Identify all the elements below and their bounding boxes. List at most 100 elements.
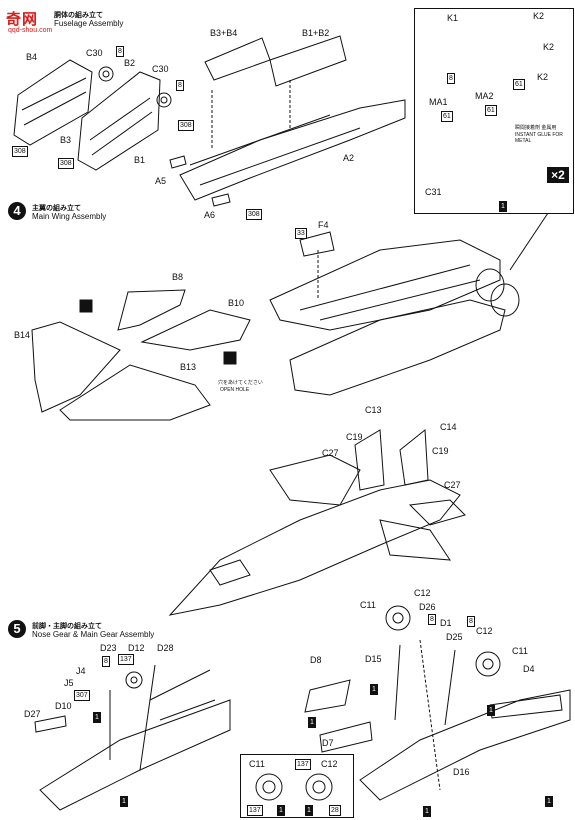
label-b14: B14 — [14, 330, 31, 340]
code-1-h: 1 — [277, 805, 285, 816]
glue-note-en: INSTANT GLUE FOR METAL — [515, 132, 563, 144]
label-b3: B3 — [60, 135, 72, 145]
part-b2-drawing — [77, 71, 161, 171]
label-d27: D27 — [24, 709, 41, 719]
step5-number: 5 — [8, 620, 26, 638]
site-logo: 奇网 — [6, 11, 39, 28]
code-1-j: 1 — [545, 796, 553, 807]
code-61-c: 61 — [485, 105, 497, 116]
label-c11-2: C11 — [512, 646, 528, 656]
open-hole-en: OPEN HOLE — [220, 387, 250, 393]
label-b10: B10 — [228, 298, 245, 308]
code-137-b: 137 — [295, 759, 311, 770]
label-c14: C14 — [440, 422, 457, 432]
label-j4: J4 — [76, 666, 86, 676]
label-c13: C13 — [365, 405, 382, 415]
code-8-d: 8 — [102, 656, 110, 667]
nose-section-drawing — [39, 699, 231, 811]
open-hole-jp: 穴をあけてください — [218, 380, 263, 386]
fuselage-bottom-drawing — [289, 299, 506, 396]
label-k2-1: K2 — [533, 11, 545, 21]
part-b1b2-drawing — [269, 35, 347, 87]
label-ma1: MA1 — [429, 97, 448, 107]
code-1-b: 1 — [93, 712, 101, 723]
quantity-x2: ×2 — [547, 167, 569, 183]
part-b13-drawing — [59, 364, 211, 421]
step4-title-en: Main Wing Assembly — [32, 212, 107, 221]
label-ma2: MA2 — [475, 91, 494, 101]
code-8-c: 8 — [447, 73, 455, 84]
label-a6: A6 — [204, 210, 216, 220]
part-b14-drawing — [31, 321, 121, 413]
code-308-b: 308 — [58, 158, 74, 169]
label-c12-2: C12 — [476, 626, 493, 636]
step5-title-en: Nose Gear & Main Gear Assembly — [32, 630, 155, 639]
code-33: 33 — [295, 228, 307, 239]
part-b4-drawing — [13, 59, 93, 146]
code-307: 307 — [74, 690, 90, 701]
main-gear-bay-drawing — [359, 689, 571, 801]
label-b4: B4 — [26, 52, 38, 62]
label-b1b2: B1+B2 — [302, 28, 330, 38]
code-8-e: 8 — [428, 614, 436, 625]
label-d28: D28 — [157, 643, 174, 653]
label-d7: D7 — [322, 738, 334, 748]
glue-note-jp: 瞬間接着剤 金属用 — [515, 125, 557, 131]
label-d26: D26 — [419, 602, 436, 612]
code-1-g: 1 — [423, 806, 431, 817]
part-b10-drawing — [140, 309, 251, 351]
step5-title-jp: 前脚・主脚の組み立て — [32, 623, 102, 630]
label-b8: B8 — [172, 272, 184, 282]
label-d12: D12 — [128, 643, 145, 653]
aircraft-drawing — [168, 479, 461, 616]
wheel-drawing — [255, 773, 333, 801]
label-c19-1: C19 — [346, 432, 363, 442]
label-a5: A5 — [155, 176, 167, 186]
label-d16: D16 — [453, 767, 470, 777]
label-c11-1: C11 — [360, 600, 376, 610]
label-d10: D10 — [55, 701, 72, 711]
code-8-f: 8 — [467, 616, 475, 627]
label-d8: D8 — [310, 655, 322, 665]
label-c30-2: C30 — [152, 64, 169, 74]
label-d25: D25 — [446, 632, 463, 642]
code-1-d: 1 — [308, 717, 316, 728]
code-308-c: 308 — [178, 120, 194, 131]
code-308-d: 308 — [246, 209, 262, 220]
label-c31: C31 — [425, 187, 442, 197]
label-k2-2: K2 — [543, 42, 555, 52]
code-1-a: 1 — [499, 201, 507, 212]
code-1-f: 1 — [487, 705, 495, 716]
part-b3b4-drawing — [204, 37, 271, 81]
code-1-i: 1 — [305, 805, 313, 816]
site-url: qqd-shou.com — [8, 27, 53, 34]
label-f4: F4 — [318, 220, 329, 230]
code-137-a: 137 — [118, 654, 134, 665]
part-a2-drawing — [179, 99, 406, 201]
label-d15: D15 — [365, 654, 382, 664]
label-k1: K1 — [447, 13, 459, 23]
label-j5: J5 — [64, 678, 74, 688]
code-1-e: 1 — [370, 684, 378, 695]
label-c12-1: C12 — [414, 588, 431, 598]
engine-detail-inset: K1 K2 K2 K2 8 61 MA1 MA2 61 61 瞬間接着剤 金属用… — [414, 8, 574, 214]
label-b2: B2 — [124, 58, 136, 68]
code-28: 28 — [329, 805, 341, 816]
fuselage-top-drawing — [269, 239, 501, 331]
code-8-b: 8 — [176, 80, 184, 91]
code-61-a: 61 — [513, 79, 525, 90]
label-c27-2: C27 — [444, 480, 461, 490]
label-c30-1: C30 — [86, 48, 103, 58]
code-8-a: 8 — [116, 46, 124, 57]
code-1-c: 1 — [120, 796, 128, 807]
label-b3b4: B3+B4 — [210, 28, 238, 38]
label-b1: B1 — [134, 155, 146, 165]
code-137-c: 137 — [247, 805, 263, 816]
step4-number: 4 — [8, 202, 26, 220]
step3-title-jp: 胴体の組み立て — [54, 12, 103, 19]
label-c27-1: C27 — [322, 448, 339, 458]
label-d23: D23 — [100, 643, 117, 653]
wheel-detail-box: C11 137 C12 137 1 1 28 — [240, 754, 354, 818]
label-a2: A2 — [343, 153, 355, 163]
